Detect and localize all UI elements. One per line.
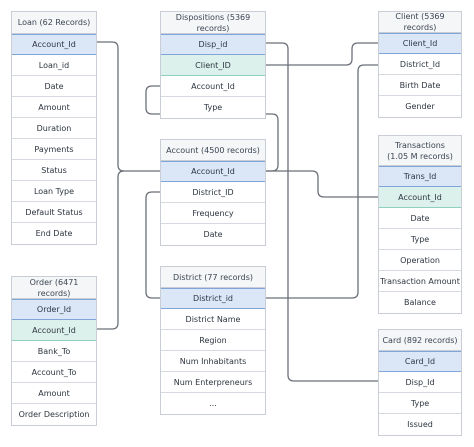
field: Gender [379,96,461,117]
field: Duration [12,118,96,139]
table-title: Account (4500 records) [161,140,265,161]
field: End Date [12,223,96,244]
connector-dispositions-card [266,42,378,382]
field: Order Description [12,404,96,425]
table-title: Order (6471 records) [12,277,96,299]
field: Account_To [12,362,96,383]
field: Status [12,160,96,181]
order-table: Order (6471 records) Order_Id Account_Id… [11,276,97,426]
field: Issued [379,414,461,435]
field: Date [12,76,96,97]
primary-key-field: Card_Id [379,351,461,372]
connector-account-transactions [266,170,378,198]
field: Birth Date [379,75,461,96]
field: Loan Type [12,181,96,202]
table-title-line: Transactions [395,140,445,150]
field: Date [161,224,265,245]
field: Disp_Id [379,372,461,393]
field: Type [161,97,265,118]
field: Amount [12,97,96,118]
field: Type [379,393,461,414]
account-table: Account (4500 records) Account_Id Distri… [160,139,266,246]
connector-account-district [145,191,160,299]
table-title: Loan (62 Records) [12,12,96,34]
field: District Name [161,309,265,330]
field: Date [379,208,461,229]
field: Default Status [12,202,96,223]
foreign-key-field: Account_Id [12,320,96,341]
field: ... [161,393,265,414]
table-title: District (77 records) [161,267,265,288]
primary-key-field: District_id [161,288,265,309]
table-title: Transactions (1.05 M records) [379,136,461,166]
connector-order-account [97,170,125,330]
field: Bank_To [12,341,96,362]
connector-loan-account [97,41,160,172]
primary-key-field: Account_Id [12,34,96,55]
client-table: Client (5369 records) Client_Id District… [378,11,462,118]
field: Num Inhabitants [161,351,265,372]
card-table: Card (892 records) Card_Id Disp_Id Type … [378,329,462,436]
field: Balance [379,292,461,313]
field: Operation [379,250,461,271]
field: Loan_id [12,55,96,76]
table-title: Dispositions (5369 records) [161,12,265,34]
connector-client-district [266,64,378,299]
primary-key-field: Disp_id [161,34,265,55]
field: Amount [12,383,96,404]
primary-key-field: Client_Id [379,33,461,54]
field: Num Enterpreneurs [161,372,265,393]
field: Frequency [161,203,265,224]
field: District_ID [161,182,265,203]
field: Type [379,229,461,250]
transactions-table: Transactions (1.05 M records) Trans_Id A… [378,135,462,314]
field: Region [161,330,265,351]
dispositions-table: Dispositions (5369 records) Disp_id Clie… [160,11,266,119]
primary-key-field: Order_Id [12,299,96,320]
primary-key-field: Trans_Id [379,166,461,187]
table-title: Card (892 records) [379,330,461,351]
field: Transaction Amount [379,271,461,292]
foreign-key-field: Account_Id [379,187,461,208]
primary-key-field: Account_Id [161,161,265,182]
loan-table: Loan (62 Records) Account_Id Loan_id Dat… [11,11,97,245]
table-title-subline: (1.05 M records) [387,151,453,161]
district-table: District (77 records) District_id Distri… [160,266,266,415]
field: District_Id [379,54,461,75]
field: Account_Id [161,76,265,97]
table-title: Client (5369 records) [379,12,461,33]
field: Payments [12,139,96,160]
connector-dispositions-client [266,42,378,66]
foreign-key-field: Client_ID [161,55,265,76]
